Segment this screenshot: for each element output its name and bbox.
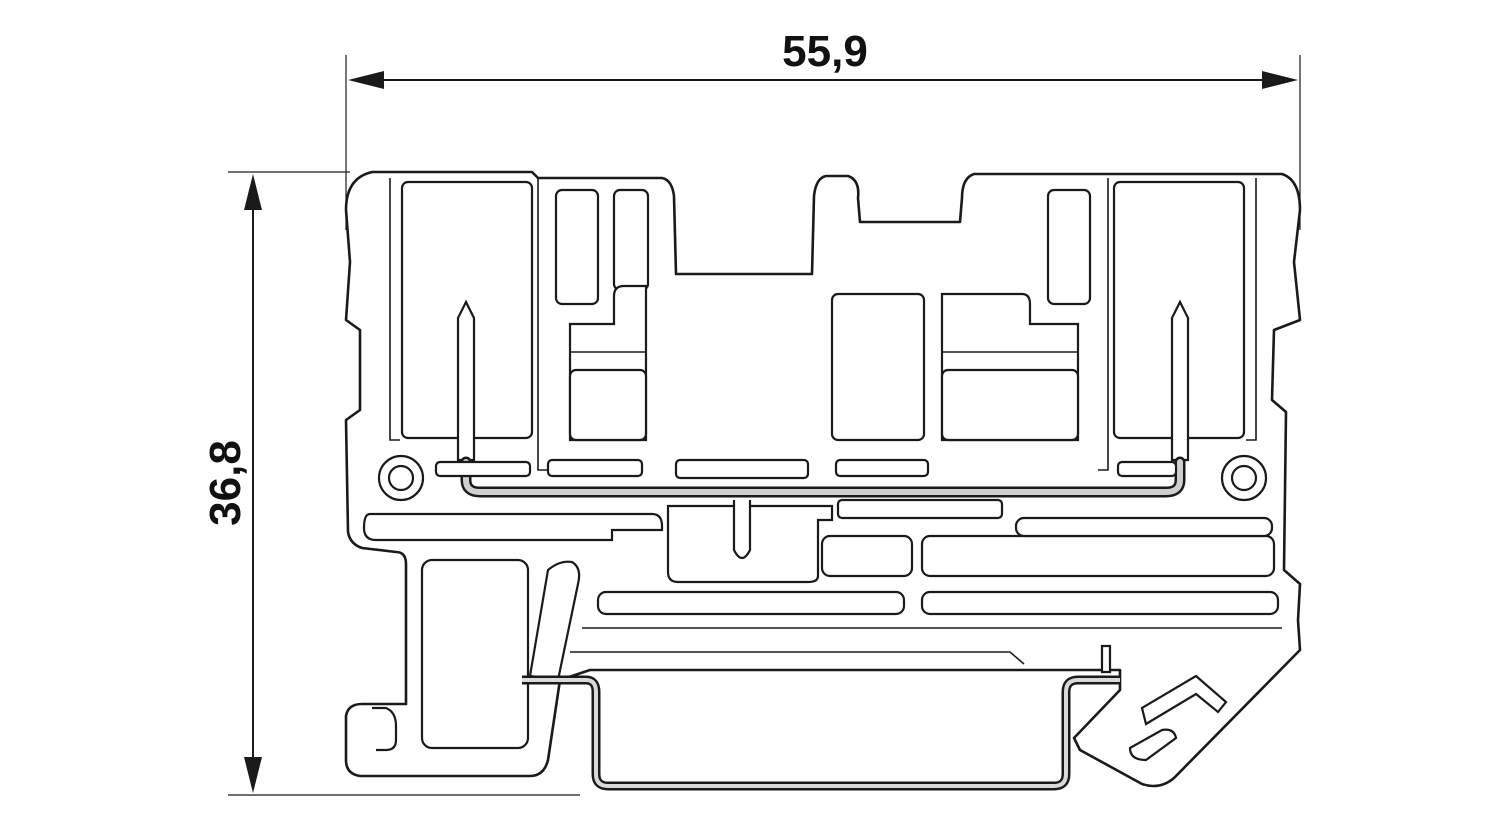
release-latch (1100, 644, 1228, 762)
left-foot (372, 558, 581, 752)
left-test-pin (456, 299, 476, 462)
width-label: 55,9 (782, 27, 868, 76)
right-test-pin (1170, 299, 1190, 462)
height-dimension: 36,8 (201, 171, 580, 796)
width-arrow-left (348, 71, 384, 89)
mounting-holes (377, 454, 1268, 502)
height-arrow-top (244, 174, 262, 210)
din-rail (522, 675, 1120, 791)
bridge-bar (460, 456, 1186, 498)
height-arrow-bottom (244, 757, 262, 793)
width-dimension: 55,9 (345, 27, 1301, 230)
left-clamp (389, 178, 650, 471)
width-arrow-right (1262, 71, 1298, 89)
internal-slots (362, 458, 1282, 665)
height-label: 36,8 (201, 440, 250, 526)
test-pins (456, 299, 1190, 462)
